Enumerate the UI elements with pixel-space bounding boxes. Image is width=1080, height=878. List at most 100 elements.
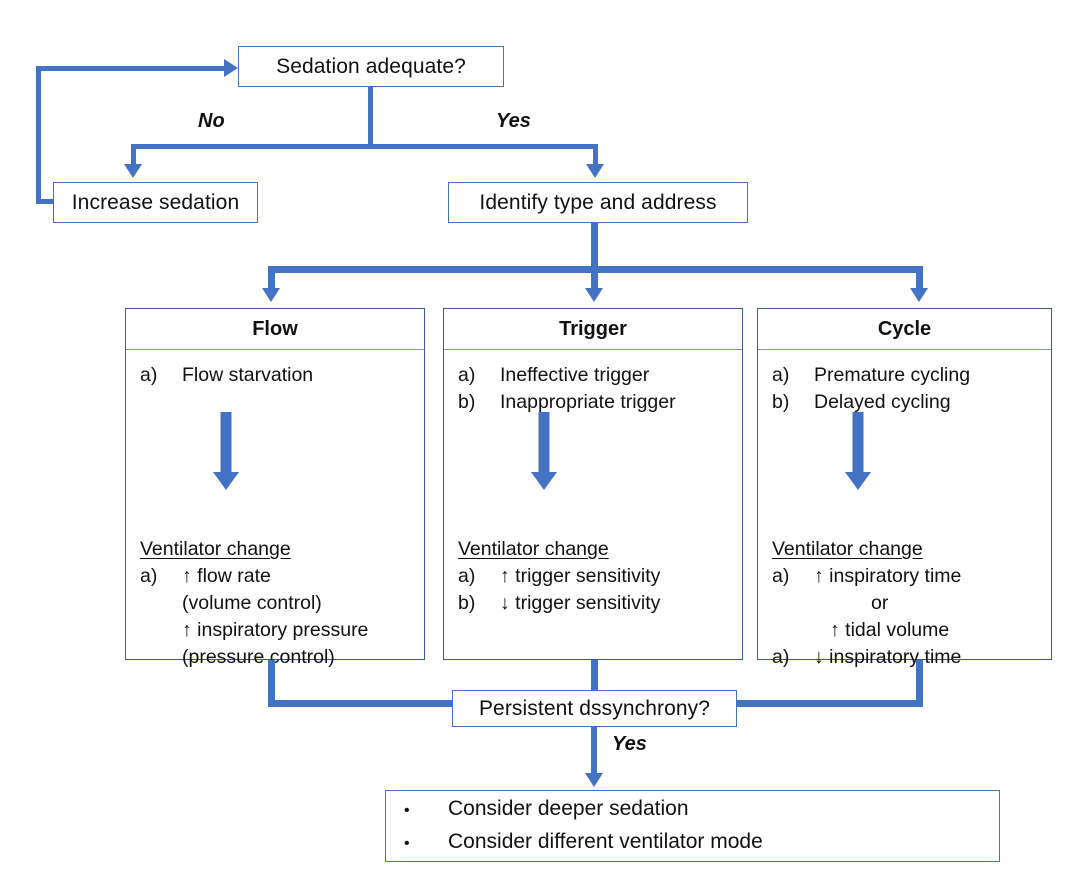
list-marker: b)	[458, 391, 476, 413]
card-trigger-change-heading: Ventilator change	[458, 538, 609, 560]
list-marker: b)	[772, 391, 790, 413]
list-item: b) ↓ trigger sensitivity	[458, 590, 660, 617]
split-drop-trigger-arrowhead	[585, 288, 603, 302]
list-marker: a)	[458, 565, 476, 587]
list-item: b) Inappropriate trigger	[458, 389, 732, 416]
list-text: Consider deeper sedation	[448, 797, 689, 820]
list-item: • Consider different ventilator mode	[386, 826, 999, 859]
list-item: a) ↑ flow rate	[140, 563, 368, 590]
card-cycle-change-heading: Ventilator change	[772, 538, 923, 560]
split-drop-trigger	[591, 266, 598, 290]
list-text: ↑ trigger sensitivity	[500, 565, 661, 587]
flow-inner-arrow	[211, 412, 241, 492]
card-flow-change-heading: Ventilator change	[140, 538, 291, 560]
list-item: b) Delayed cycling	[772, 389, 1041, 416]
merge-flow-horizontal	[268, 700, 453, 707]
card-flow[interactable]: Flow a) Flow starvation Ventilator chang…	[125, 308, 425, 668]
split-drop-flow-arrowhead	[262, 288, 280, 302]
outcome-arrowhead	[585, 773, 603, 787]
merge-trigger-vertical	[591, 660, 598, 692]
list-item: (volume control)	[140, 590, 368, 617]
list-item: or	[772, 590, 961, 617]
list-text: Inappropriate trigger	[500, 391, 676, 413]
list-text: or	[871, 592, 889, 614]
list-text: ↑ inspiratory time	[814, 565, 962, 587]
node-increase-sedation-label: Increase sedation	[71, 190, 240, 214]
list-marker: a)	[140, 565, 158, 587]
split-drop-cycle	[916, 266, 923, 290]
list-text: Premature cycling	[814, 364, 971, 386]
list-text: ↑ inspiratory pressure	[182, 619, 369, 641]
list-item: a) Premature cycling	[772, 362, 1041, 389]
branch-yes-arrowhead	[586, 164, 604, 178]
list-text: ↓ inspiratory time	[814, 646, 962, 668]
node-persistent-dyssynchrony[interactable]: Persistent dssynchrony?	[452, 690, 737, 727]
decision-stem-vertical	[368, 87, 373, 148]
merge-cycle-vertical	[916, 660, 923, 705]
list-item: a) ↓ inspiratory time	[772, 644, 961, 671]
list-text: Delayed cycling	[814, 391, 951, 413]
list-text: ↑ flow rate	[182, 565, 271, 587]
identify-stem-vertical	[591, 223, 598, 269]
list-text: Flow starvation	[182, 364, 314, 386]
card-trigger-header: Trigger	[444, 309, 742, 350]
card-cycle-header: Cycle	[758, 309, 1051, 350]
list-text: Consider different ventilator mode	[448, 830, 763, 853]
feedback-loop-bottom-segment	[36, 199, 58, 204]
decision-split-bar	[131, 144, 598, 149]
card-flow-title: Flow	[252, 317, 298, 340]
outcome-stem-vertical	[591, 727, 597, 775]
split-drop-flow	[268, 266, 275, 290]
branch-yes-vertical	[593, 144, 598, 166]
list-item: a) ↑ trigger sensitivity	[458, 563, 660, 590]
edge-label-no: No	[198, 110, 225, 132]
node-persistent-dyssynchrony-label: Persistent dssynchrony?	[478, 696, 711, 720]
list-marker: a)	[772, 364, 790, 386]
list-marker: b)	[458, 592, 476, 614]
list-marker: a)	[772, 646, 790, 668]
branch-no-arrowhead	[124, 164, 142, 178]
card-trigger[interactable]: Trigger a) Ineffective trigger b) Inappr…	[443, 308, 743, 660]
split-drop-cycle-arrowhead	[910, 288, 928, 302]
bullet-icon: •	[404, 802, 410, 819]
list-item: (pressure control)	[140, 644, 368, 671]
list-item: a) Flow starvation	[140, 362, 414, 389]
edge-label-yes-bottom: Yes	[612, 733, 647, 755]
list-text: (volume control)	[182, 592, 322, 614]
node-identify-type[interactable]: Identify type and address	[448, 182, 748, 223]
list-text: Ineffective trigger	[500, 364, 650, 386]
list-item: a) Ineffective trigger	[458, 362, 732, 389]
outcome-list: • Consider deeper sedation • Consider di…	[386, 793, 999, 859]
feedback-loop-vertical-segment	[36, 66, 41, 204]
bullet-icon: •	[404, 835, 410, 852]
list-item: a) ↑ inspiratory time	[772, 563, 961, 590]
branch-no-vertical	[131, 144, 136, 166]
list-item: • Consider deeper sedation	[386, 793, 999, 826]
card-flow-header: Flow	[126, 309, 424, 350]
card-flow-body: a) Flow starvation Ventilator change a) …	[126, 350, 424, 668]
card-trigger-body: a) Ineffective trigger b) Inappropriate …	[444, 350, 742, 659]
card-cycle-body: a) Premature cycling b) Delayed cycling …	[758, 350, 1051, 668]
trigger-inner-arrow	[529, 412, 559, 492]
card-cycle-title: Cycle	[877, 317, 932, 340]
node-identify-type-label: Identify type and address	[479, 190, 717, 214]
list-marker: a)	[772, 565, 790, 587]
list-marker: a)	[140, 364, 158, 386]
edge-label-yes: Yes	[496, 110, 531, 132]
card-cycle[interactable]: Cycle a) Premature cycling b) Delayed cy…	[757, 308, 1052, 668]
cycle-inner-arrow	[843, 412, 873, 492]
list-text: (pressure control)	[182, 646, 335, 668]
node-sedation-adequate-label: Sedation adequate?	[276, 54, 466, 78]
list-text: ↓ trigger sensitivity	[500, 592, 661, 614]
feedback-loop-arrowhead	[224, 59, 238, 77]
list-item: ↑ inspiratory pressure	[140, 617, 368, 644]
feedback-loop-top-segment	[36, 66, 226, 71]
card-trigger-title: Trigger	[559, 317, 627, 340]
node-increase-sedation[interactable]: Increase sedation	[53, 182, 258, 223]
node-outcome[interactable]: • Consider deeper sedation • Consider di…	[385, 790, 1000, 862]
merge-cycle-horizontal	[737, 700, 923, 707]
list-item: ↑ tidal volume	[772, 617, 961, 644]
list-marker: a)	[458, 364, 476, 386]
node-sedation-adequate[interactable]: Sedation adequate?	[238, 46, 504, 87]
